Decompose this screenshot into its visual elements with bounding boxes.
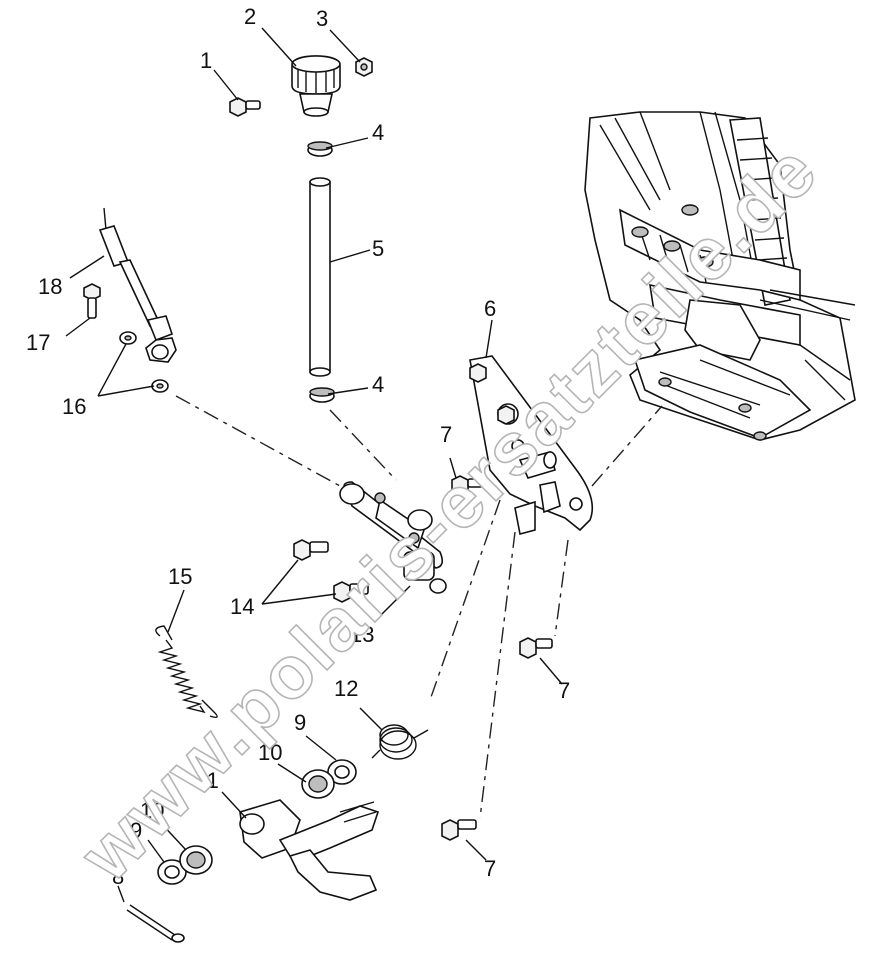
part-5-hose (309, 177, 331, 377)
callout-9-upper: 9 (294, 710, 306, 735)
part-8-cotter-pin (126, 904, 185, 943)
part-15-return-spring (155, 625, 218, 719)
part-9-washer-upper (327, 759, 357, 785)
part-16-washer-lower (151, 379, 169, 393)
assembly-line-brake-line-to-cylinder (175, 395, 341, 487)
assembly-lines (175, 395, 663, 819)
part-10-bushing-lower (179, 845, 213, 875)
callout-7-upper: 7 (440, 422, 452, 447)
part-11-brake-pedal (239, 799, 380, 901)
part-16-washer-upper (119, 331, 137, 345)
callout-4-lower: 4 (372, 372, 384, 397)
part-10-bushing-upper (301, 769, 335, 799)
part-2-reservoir-cap (291, 55, 341, 117)
callout-18: 18 (38, 274, 62, 299)
callout-7-right: 7 (558, 678, 570, 703)
assembly-line-hose-to-cylinder (329, 409, 397, 481)
watermark: www.polaris-ersatzteile.de (64, 127, 834, 897)
assembly-line-plate-to-frame (591, 405, 663, 487)
part-7-bolt-lower (441, 819, 477, 841)
part-12-torsion-spring (371, 724, 429, 760)
callout-13: 13 (350, 622, 374, 647)
part-9-washer-lower (157, 859, 187, 885)
part-4-hose-clamp-lower (309, 387, 335, 403)
leader-lines (65, 27, 563, 903)
callout-10-upper: 10 (258, 740, 282, 765)
part-1-bolt (229, 97, 261, 117)
callout-16: 16 (62, 394, 86, 419)
part-7-bolt-right (519, 637, 553, 659)
part-3-nut (355, 57, 373, 77)
callout-9-lower: 9 (130, 818, 142, 843)
callout-4-upper: 4 (372, 120, 384, 145)
callout-17: 17 (26, 330, 50, 355)
callout-11: 11 (196, 768, 219, 793)
callouts: 1 2 3 4 4 5 6 7 7 7 8 9 9 10 10 11 12 13… (26, 4, 570, 889)
callout-2: 2 (244, 4, 256, 29)
part-13-master-cylinder (339, 481, 447, 594)
callout-5: 5 (372, 236, 384, 261)
assembly-line-plate-to-bolt-lower (479, 531, 516, 819)
part-4-hose-clamp-upper (307, 141, 333, 157)
callout-14: 14 (230, 594, 254, 619)
callout-7-lower: 7 (484, 856, 496, 881)
part-14-bolt-upper (293, 539, 329, 561)
callout-12: 12 (334, 676, 358, 701)
assembly-line-plate-to-spring (429, 499, 501, 701)
part-17-banjo-bolt (83, 283, 101, 319)
assembly-line-plate-to-bolt-right (554, 539, 569, 637)
part-6-mounting-plate (469, 355, 594, 535)
callout-15: 15 (168, 564, 192, 589)
part-7-bolt-upper (451, 475, 483, 495)
callout-3: 3 (316, 6, 328, 31)
callout-8: 8 (112, 864, 124, 889)
part-14-bolt-lower (333, 581, 369, 603)
part-18-brake-line (98, 207, 177, 363)
callout-10-lower: 10 (140, 798, 164, 823)
vehicle-frame (584, 111, 856, 441)
callout-1: 1 (200, 48, 212, 73)
callout-6: 6 (484, 296, 496, 321)
